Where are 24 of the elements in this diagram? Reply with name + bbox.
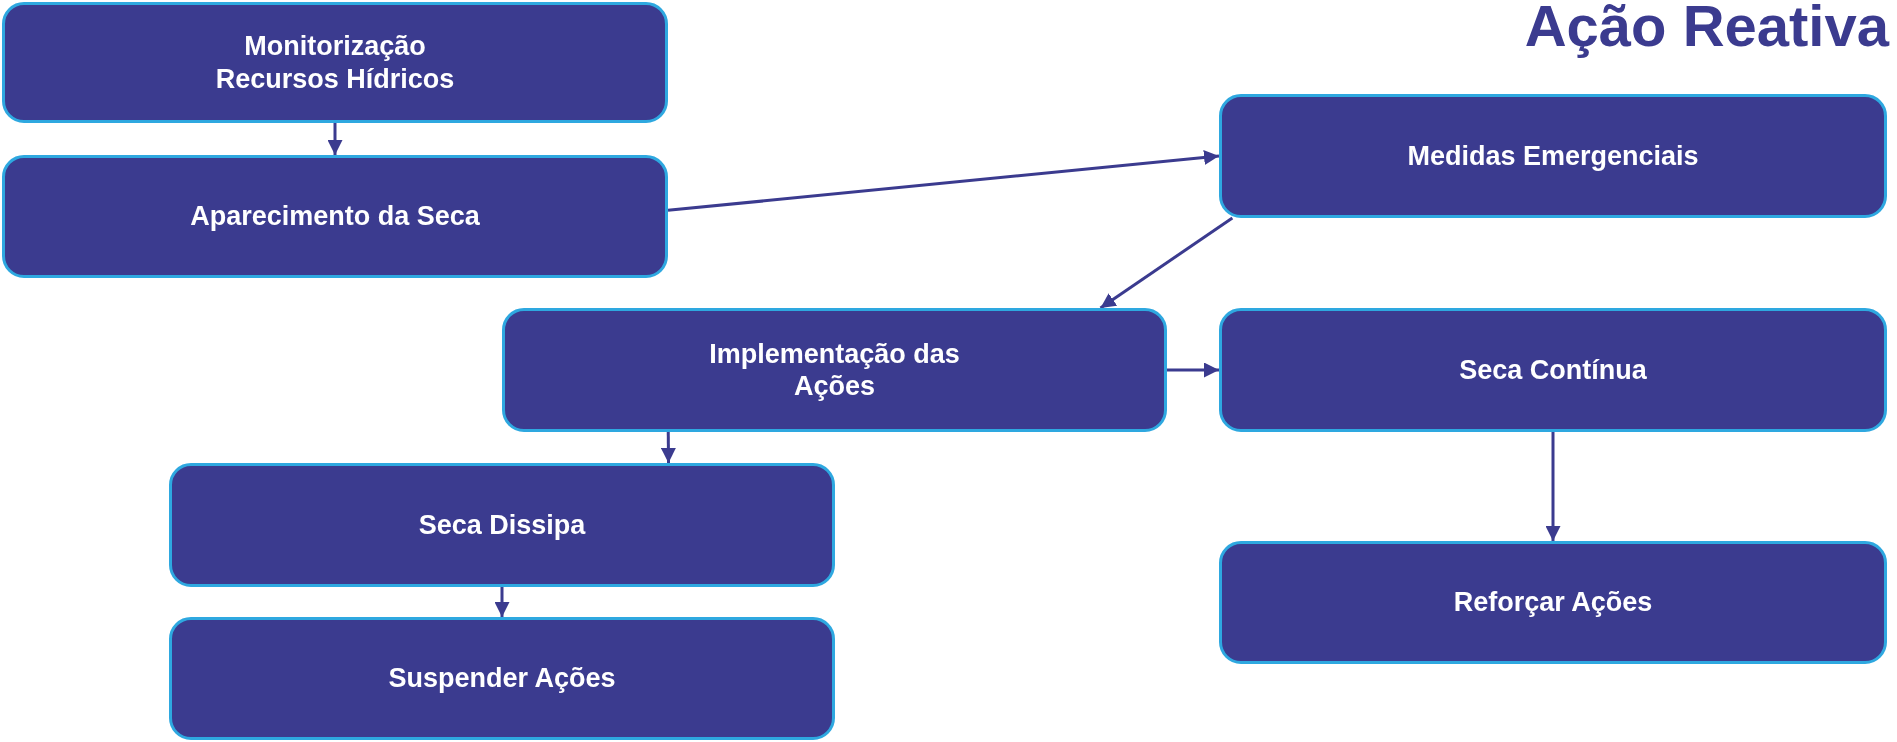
process-box [2,155,668,278]
process-box [169,463,835,587]
box-label: Aparecimento da Seca [190,200,480,233]
arrow [667,150,1220,212]
box-label: Implementação das Ações [708,337,961,403]
process-box [1219,94,1887,218]
arrow [1167,362,1219,378]
process-box [1219,541,1887,664]
box-label: Monitorização Recursos Hídricos [214,30,456,95]
box-label: Suspender Ações [388,662,616,695]
arrow [327,123,343,155]
title: Ação Reativa [1524,0,1889,58]
arrow [1545,432,1561,541]
process-box [1219,308,1887,432]
box-label: Seca Contínua [1459,353,1647,387]
box-label: Seca Dissipa [418,508,586,542]
arrow [660,432,676,463]
process-box [502,308,1167,432]
arrow [1099,216,1234,310]
process-box [169,617,835,740]
process-box [2,2,668,123]
box-label: Medidas Emergenciais [1407,139,1699,173]
arrow [494,587,510,617]
box-label: Reforçar Ações [1453,586,1653,619]
